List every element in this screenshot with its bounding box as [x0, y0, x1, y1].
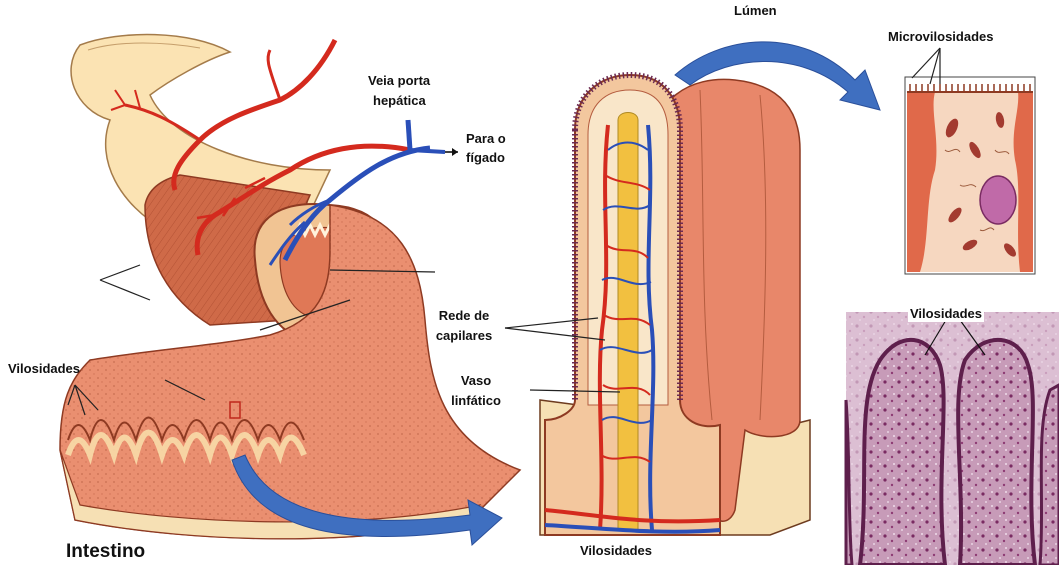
label-intestino: Intestino [66, 541, 145, 563]
label-rede-line1: Rede de [424, 307, 504, 324]
label-para-o-line2: fígado [466, 149, 505, 166]
label-microvilosidades: Microvilosidades [888, 28, 993, 45]
micrograph-villi [846, 312, 1059, 565]
microvilli-cell-panel [905, 77, 1035, 274]
villus-block [540, 75, 810, 535]
label-vaso-line2: linfático [436, 392, 516, 409]
label-lumen: Lúmen [734, 2, 777, 19]
label-para-o-line1: Para o [466, 130, 506, 147]
label-rede-line2: capilares [424, 327, 504, 344]
label-veia-porta-line2: hepática [373, 92, 426, 109]
label-vilosidades-left: Vilosidades [8, 360, 80, 377]
label-vilosidades-micrograph: Vilosidades [908, 305, 984, 322]
label-vaso-line1: Vaso [436, 372, 516, 389]
intestine-tube [60, 35, 520, 539]
label-veia-porta-line1: Veia porta [368, 72, 430, 89]
label-vilosidades-bottom: Vilosidades [580, 542, 652, 559]
